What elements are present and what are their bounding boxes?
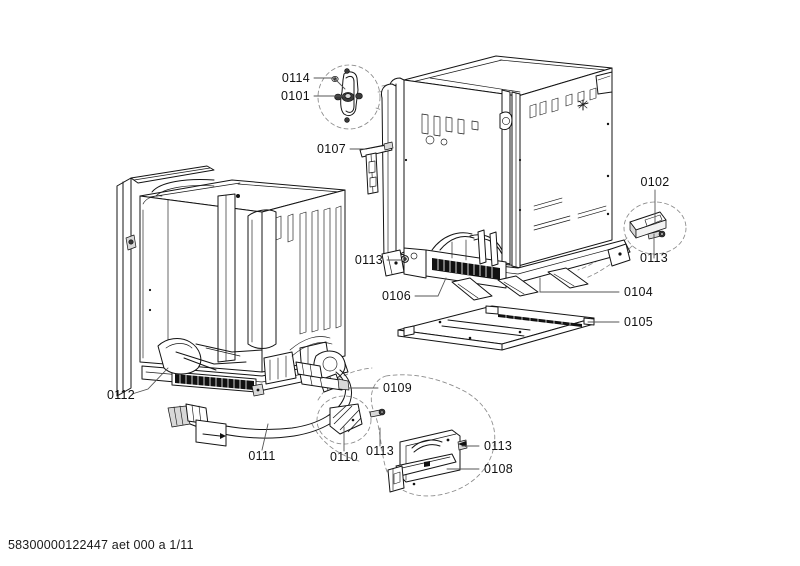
part-0108-housing — [387, 429, 468, 493]
part-0101-spray-arm — [334, 68, 363, 123]
part-0102-latch — [629, 211, 667, 240]
label-0113-lower-right: 0113 — [484, 439, 512, 453]
left-tub-assembly — [116, 165, 353, 447]
sump-heater-0106 — [403, 229, 507, 289]
label-0101: 0101 — [281, 89, 310, 103]
label-0108: 0108 — [484, 462, 513, 476]
base-floor-0105 — [397, 305, 595, 351]
cabinet-back-tabs — [529, 87, 597, 119]
right-cabinet-assembly — [381, 55, 631, 351]
part-0113-screw-left — [401, 255, 409, 263]
label-0113-center-left: 0113 — [355, 253, 383, 267]
label-0102: 0102 — [640, 175, 669, 189]
part-0110-wedge — [329, 403, 363, 435]
tub-side-ribs — [275, 205, 342, 335]
label-0106: 0106 — [382, 289, 411, 303]
label-0104: 0104 — [624, 285, 653, 299]
part-labels: 0114 0101 0107 0102 0113 0104 0105 0113 … — [107, 71, 669, 476]
label-0113-right: 0113 — [640, 251, 668, 265]
part-0113-screw-right-lower — [458, 441, 466, 447]
plinth-rails — [451, 267, 589, 301]
part-leaders — [131, 77, 656, 470]
label-0112: 0112 — [107, 388, 135, 402]
label-0105: 0105 — [624, 315, 653, 329]
part-0113-screw-center — [369, 408, 386, 418]
label-0114: 0114 — [282, 71, 310, 85]
label-0110: 0110 — [330, 450, 358, 464]
cabinet-front-slots — [421, 113, 479, 146]
cabinet-lower-ribs — [533, 197, 607, 231]
label-0109: 0109 — [383, 381, 412, 395]
label-0111: 0111 — [248, 449, 275, 463]
label-0113-lower-center: 0113 — [366, 444, 394, 458]
sump-coil-hatch — [175, 374, 254, 390]
part-0109-connector — [295, 361, 350, 391]
part-0107-bracket — [359, 141, 394, 195]
label-0107: 0107 — [317, 142, 346, 156]
document-footer: 58300000122447 aet 000 a 1/11 — [8, 538, 194, 552]
